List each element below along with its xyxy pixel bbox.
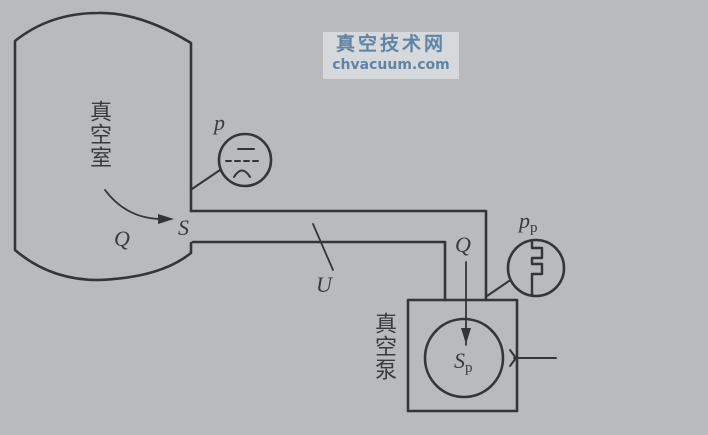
pump-gauge-stepped-icon [530,239,544,297]
vacuum-pump-label: 真空泵 [371,312,396,381]
chamber-flow-label: Q [114,226,130,251]
chamber-gauge-icon [225,148,259,178]
pump-flow-label: Q [455,232,471,257]
vacuum-chamber-outline [13,11,193,282]
pump-speed-symbol: S [454,348,465,373]
conductance-marker [312,223,334,271]
vacuum-chamber-label: 真空室 [86,100,111,169]
pump-pressure-label: pp [519,208,538,237]
conductance-label: U [316,272,332,297]
watermark-title: 真空技术网 [335,33,446,55]
chamber-gauge-circle [217,132,273,188]
chamber-flow-arrowhead [158,214,174,224]
pump-speed-subscript: p [465,360,473,376]
pipe-lower-wall [191,240,447,302]
pump-flow-arrowhead [461,328,471,344]
pipe-upper-wall [189,209,488,302]
pump-speed-label: Sp [454,348,473,377]
vacuum-pump-housing [406,298,519,413]
pump-exhaust-line [509,349,557,367]
pump-gauge-lead [486,280,510,297]
orifice-speed-label: S [178,215,189,240]
pump-pressure-symbol: p [519,208,530,233]
watermark-badge: 真空技术网 chvacuum.com [323,32,459,79]
chamber-pressure-label: p [214,110,225,135]
pump-rotor-circle [423,317,505,399]
chamber-flow-arrow [104,189,161,220]
pump-gauge-circle [506,238,566,298]
chamber-gauge-lead [191,169,221,190]
pump-pressure-subscript: p [530,220,538,236]
watermark-url: chvacuum.com [332,57,450,73]
